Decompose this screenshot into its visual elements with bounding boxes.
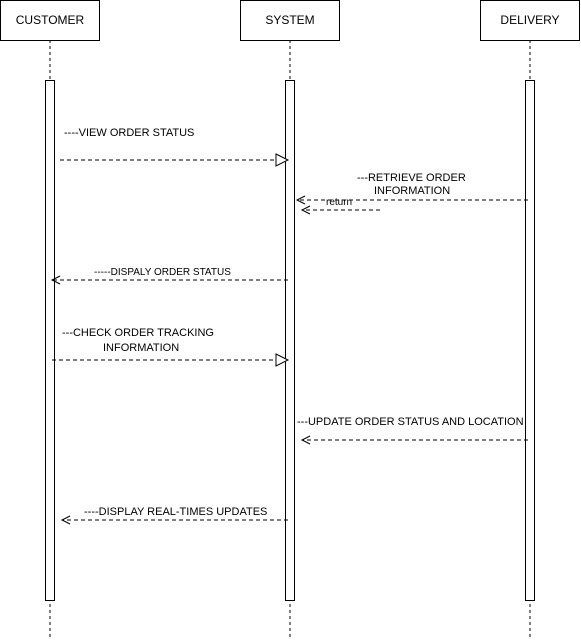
check-tracking-label-line1: ---CHECK ORDER TRACKING xyxy=(62,327,214,339)
message-return: return xyxy=(300,197,380,215)
system-activation-bar xyxy=(285,80,295,601)
customer-box xyxy=(0,0,100,41)
return-arrowhead xyxy=(300,205,311,215)
message-display-realtime-updates: ----DISPLAY REAL-TIMES UPDATES xyxy=(60,506,288,525)
view-order-status-arrowhead xyxy=(275,153,290,167)
display-order-status-label: -----DISPALY ORDER STATUS xyxy=(94,267,231,278)
system-label: SYSTEM xyxy=(265,13,314,27)
system-box xyxy=(240,0,340,41)
display-realtime-updates-label: ----DISPLAY REAL-TIMES UPDATES xyxy=(84,506,267,518)
update-status-location-label: ---UPDATE ORDER STATUS AND LOCATION xyxy=(297,416,524,428)
message-view-order-status: ----VIEW ORDER STATUS xyxy=(60,127,290,167)
delivery-participant: DELIVERY xyxy=(480,0,580,41)
check-tracking-label-line2: INFORMATION xyxy=(103,342,179,354)
delivery-box xyxy=(480,0,580,41)
display-realtime-updates-arrowhead xyxy=(60,515,71,525)
message-check-order-tracking: ---CHECK ORDER TRACKING INFORMATION xyxy=(52,327,290,367)
delivery-label: DELIVERY xyxy=(500,13,559,27)
delivery-activation-bar xyxy=(525,80,535,601)
customer-participant: CUSTOMER xyxy=(0,0,100,41)
message-retrieve-order-information: ---RETRIEVE ORDER INFORMATION xyxy=(295,172,528,205)
update-status-location-arrowhead xyxy=(300,435,311,445)
customer-label: CUSTOMER xyxy=(16,13,85,27)
retrieve-order-label-line2: INFORMATION xyxy=(374,185,450,197)
system-participant: SYSTEM xyxy=(240,0,340,41)
retrieve-order-label-line1: ---RETRIEVE ORDER xyxy=(357,172,466,184)
return-label: return xyxy=(326,197,352,208)
display-order-status-arrowhead xyxy=(50,275,61,285)
message-display-order-status: -----DISPALY ORDER STATUS xyxy=(50,267,288,285)
check-tracking-arrowhead xyxy=(275,353,290,367)
message-update-status-location: ---UPDATE ORDER STATUS AND LOCATION xyxy=(297,416,528,445)
retrieve-order-arrowhead xyxy=(295,195,306,205)
view-order-status-label: ----VIEW ORDER STATUS xyxy=(64,127,194,139)
customer-activation-bar xyxy=(45,80,55,601)
